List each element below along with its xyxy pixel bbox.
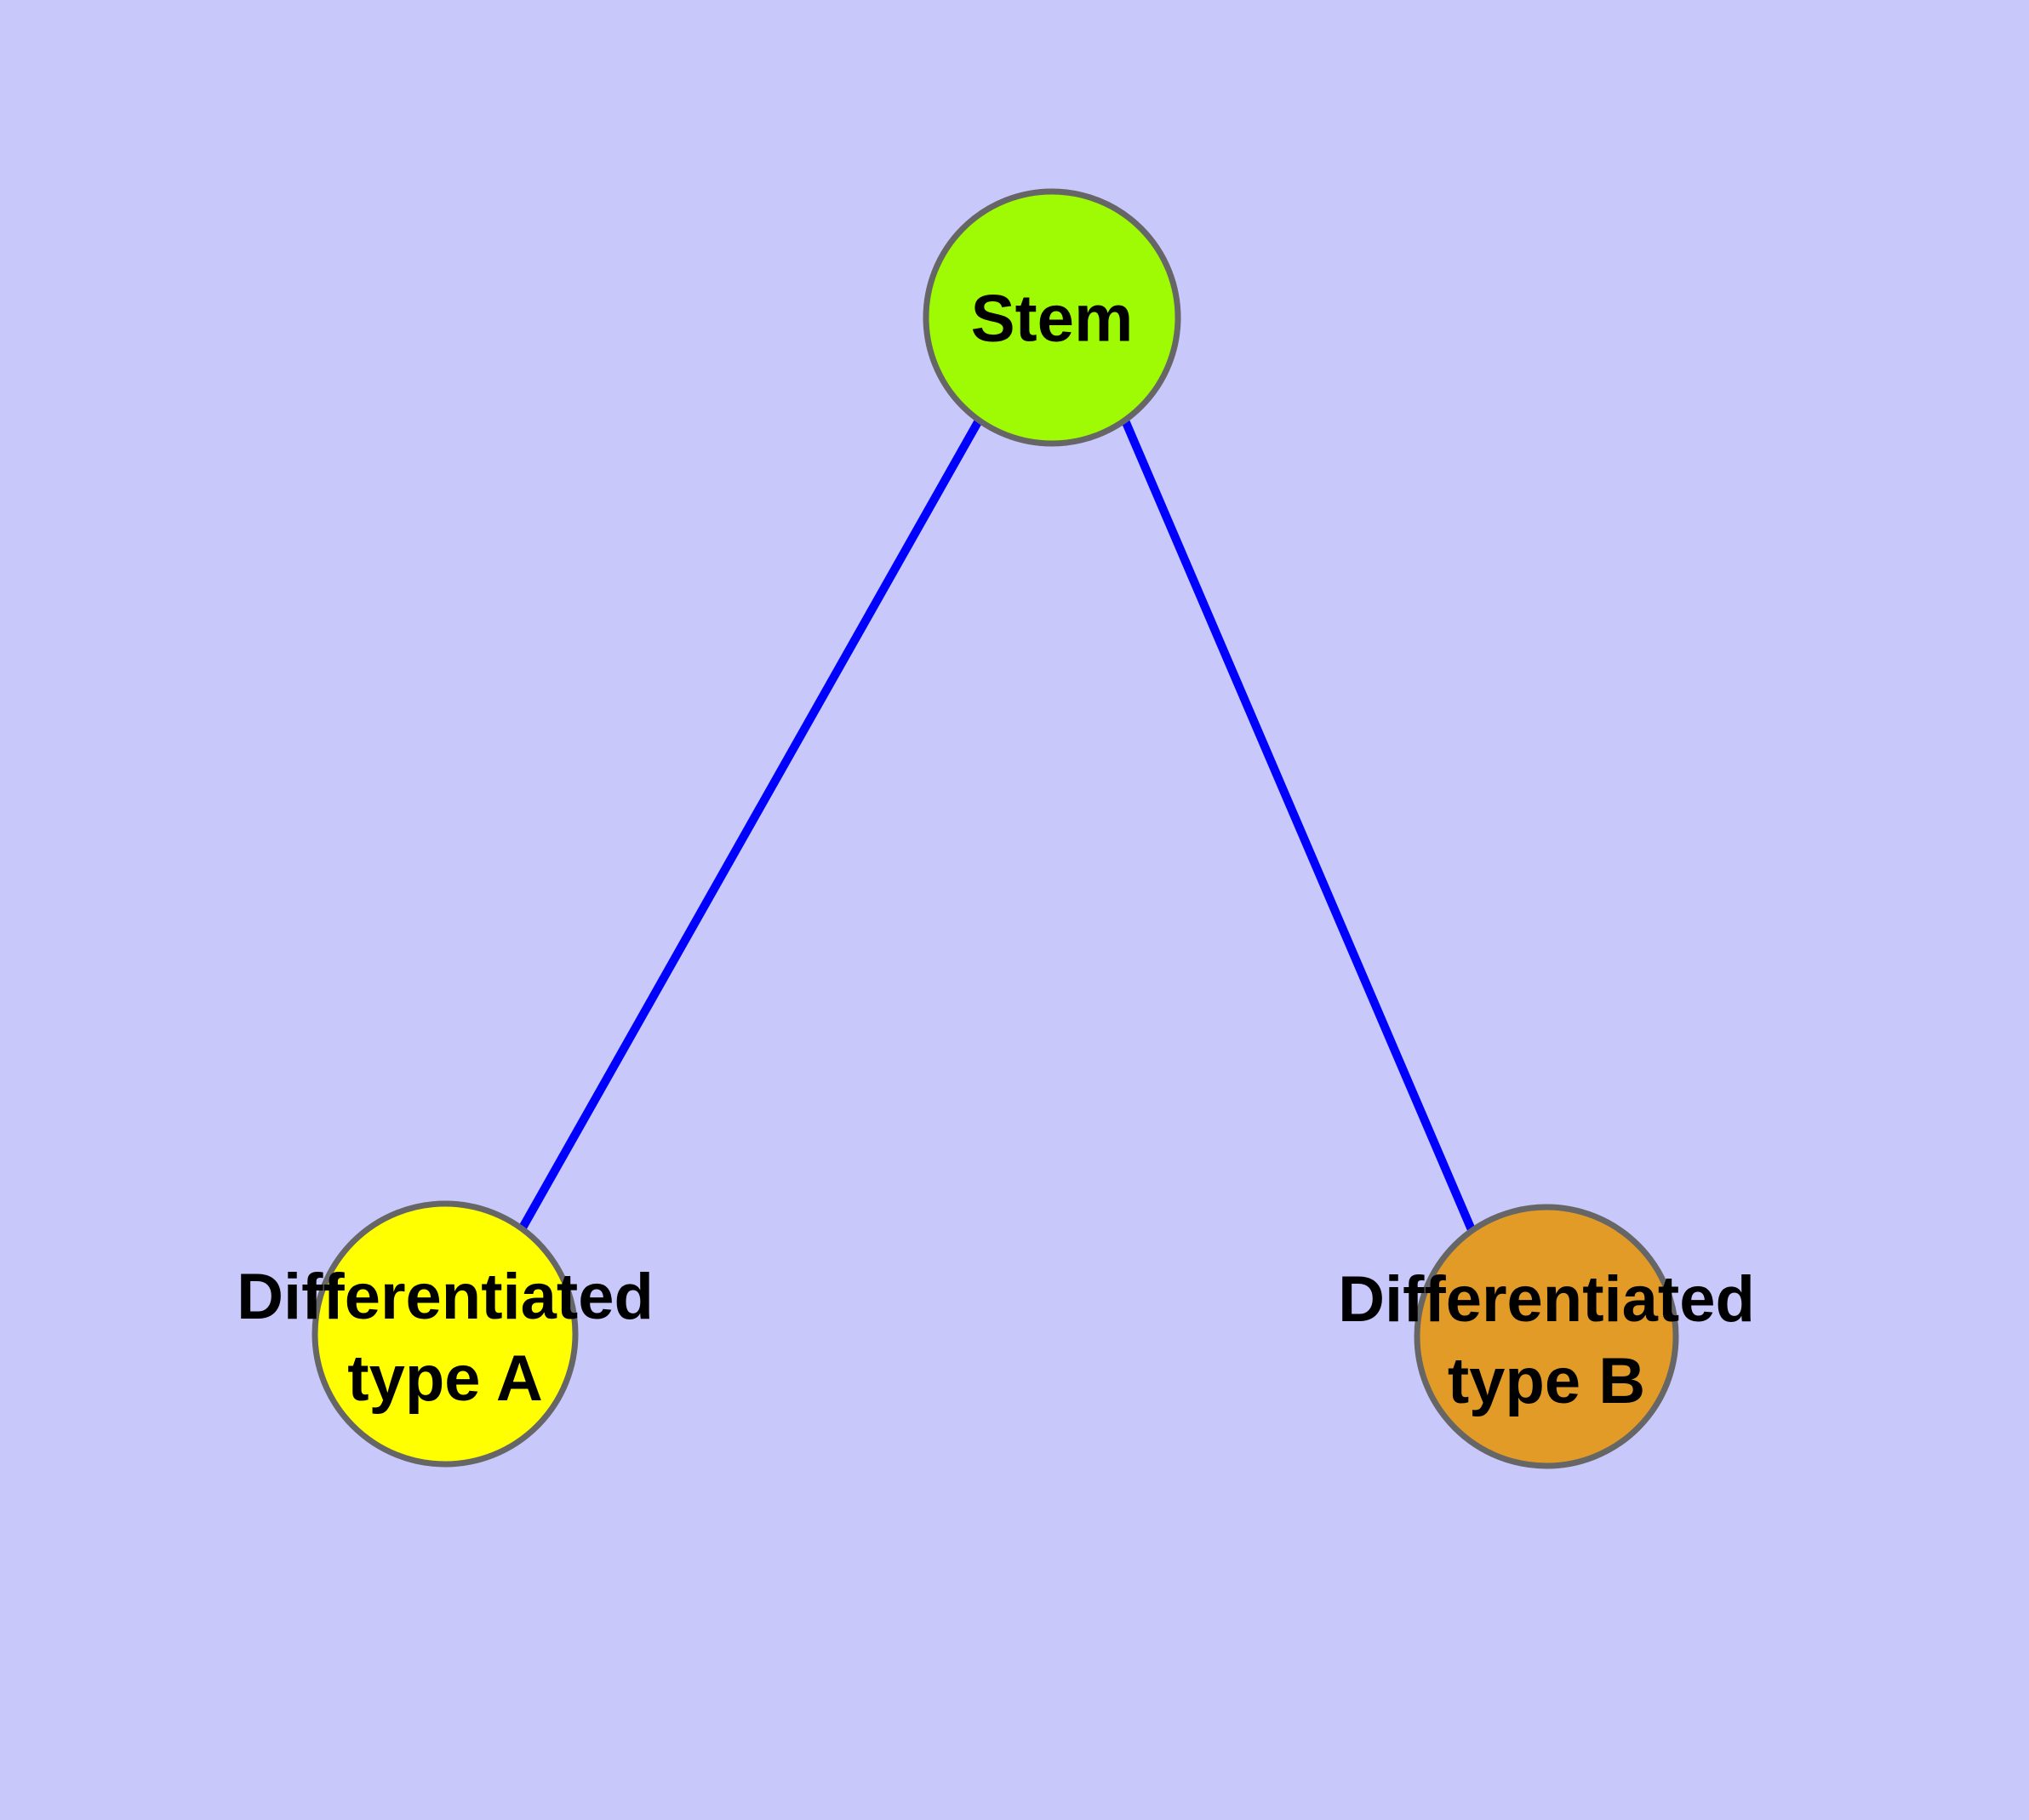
nodes-layer: Stem Differentiated type A Differentiate… [237,188,1755,1469]
node-stem-label: Stem [971,281,1134,356]
node-diff-a-label-line1: Differentiated [237,1261,654,1333]
node-diff-a-circle[interactable] [311,1200,579,1468]
edge-stem-to-diff-b[interactable] [1121,419,1477,1233]
node-stem-circle[interactable] [923,188,1181,447]
edge-stem-to-diff-a[interactable] [517,418,983,1232]
node-diff-b-label-line2: type B [1448,1345,1645,1417]
node-diff-b-circle[interactable] [1414,1204,1679,1469]
edges-layer [517,418,1477,1233]
node-diff-b[interactable]: Differentiated type B [1338,1204,1755,1469]
node-stem[interactable]: Stem [923,188,1181,447]
node-diff-a[interactable]: Differentiated type A [237,1200,654,1468]
node-diff-a-label-line2: type A [347,1342,542,1415]
node-diff-b-label-line1: Differentiated [1338,1263,1755,1336]
